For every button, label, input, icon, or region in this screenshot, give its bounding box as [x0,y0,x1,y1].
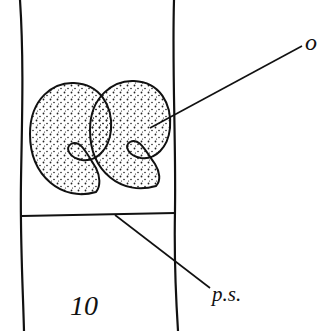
leader-line [150,46,302,128]
part-label: o [305,30,317,54]
segment-number: 10 [70,292,98,320]
septum [22,213,175,216]
body-wall [173,0,178,331]
ovary [90,81,170,188]
part-label: p.s. [212,284,241,305]
leader-line [115,215,210,288]
body-wall [20,0,24,331]
